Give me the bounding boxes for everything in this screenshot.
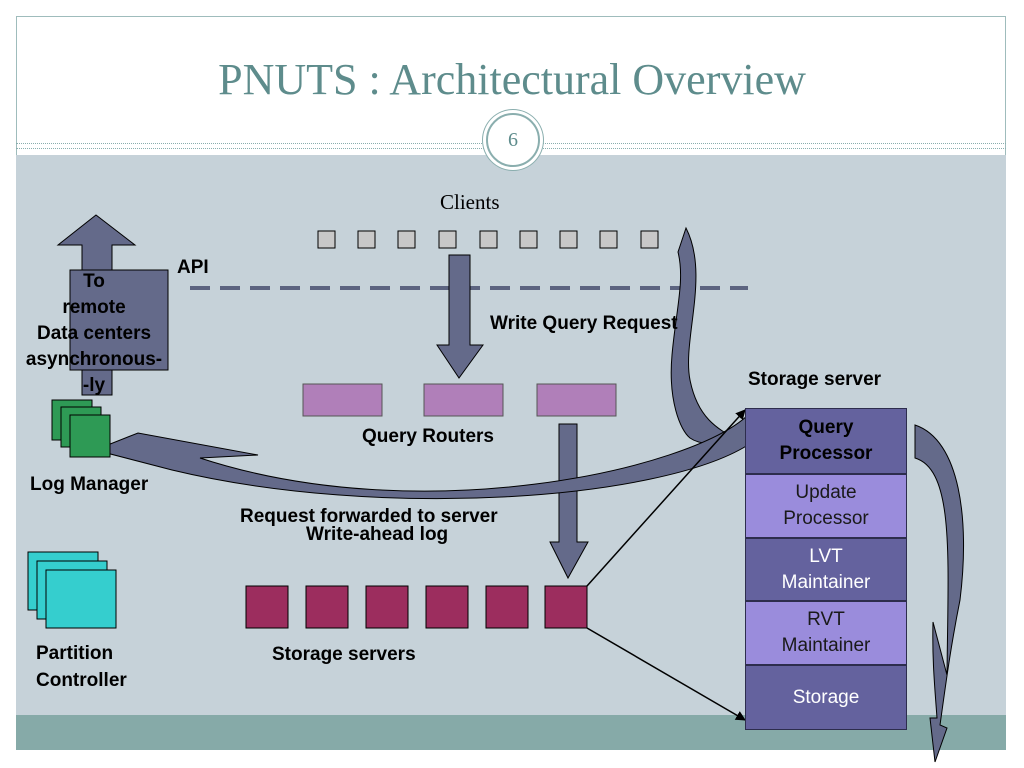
query-processor-cell: Query Processor [745,408,907,474]
client-box [640,230,659,249]
query-router-box [536,383,617,417]
api-label: API [177,257,209,278]
curved-arrow-icon [93,413,749,500]
storage-server-box [425,585,469,629]
log-manager-label: Log Manager [30,474,149,495]
storage-server-box [365,585,409,629]
curved-arrow-icon [670,226,740,444]
client-box [599,230,618,249]
stacked-pages-icon [51,399,111,458]
client-box [397,230,416,249]
lvt-maintainer-cell: LVT Maintainer [745,538,907,601]
storage-server-box [544,585,588,629]
update-processor-cell: Update Processor [745,474,907,538]
client-box [438,230,457,249]
partition-controller-label: Partition Controller [36,643,127,691]
client-box [519,230,538,249]
storage-server-box [245,585,289,629]
storage-server-box [305,585,349,629]
slide-title: PNUTS : Architectural Overview [218,55,806,104]
zoom-line-bottom [586,627,746,721]
client-box [317,230,336,249]
client-box [357,230,376,249]
storage-servers-label: Storage servers [272,644,416,665]
query-routers-label: Query Routers [362,426,494,447]
query-router-box [302,383,383,417]
down-arrow-icon [436,254,484,379]
rvt-maintainer-cell: RVT Maintainer [745,601,907,665]
curved-arrow-icon [914,424,964,763]
storage-server-label: Storage server [748,369,882,390]
page-number: 6 [486,113,540,167]
client-box [559,230,578,249]
zoom-line-top [586,409,746,587]
stacked-pages-icon [27,551,117,629]
storage-cell: Storage [745,665,907,730]
remote-dc-box [69,269,169,371]
query-router-box [423,383,504,417]
storage-server-boxes [245,585,588,629]
client-box [479,230,498,249]
to-remote-label: To remote Data centers asynchronous- -ly [25,271,163,396]
request-forwarded-label: Request forwarded to server [240,506,498,527]
clients-label: Clients [440,190,500,214]
write-ahead-log-label: Write-ahead log [306,524,449,545]
down-arrow-icon [549,423,589,580]
storage-server-box [485,585,529,629]
client-boxes [317,230,659,249]
query-router-boxes [302,383,617,417]
write-query-label: Write Query Request [490,313,678,334]
